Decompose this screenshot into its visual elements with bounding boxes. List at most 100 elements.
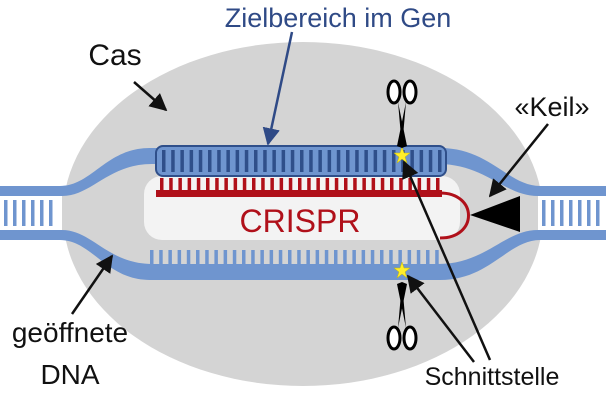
- base-pair-rung: [578, 200, 582, 226]
- base-pair-rung: [168, 250, 172, 266]
- cas-label: Cas: [88, 39, 141, 72]
- base-pair-rung: [288, 250, 292, 266]
- base-pair-rung: [40, 200, 44, 226]
- wedge-icon: [470, 196, 520, 232]
- base-pair-rung: [281, 150, 286, 172]
- base-pair-rung: [371, 178, 376, 192]
- base-pair-rung: [542, 200, 546, 226]
- base-pair-rung: [389, 250, 393, 266]
- base-pair-rung: [22, 200, 26, 226]
- base-pair-rung: [327, 150, 332, 172]
- cut-arrow-top: [402, 160, 492, 361]
- base-pair-rung: [187, 178, 192, 192]
- base-pair-rung: [4, 200, 8, 226]
- base-pair-rung: [355, 150, 359, 172]
- base-pair-rung: [232, 250, 237, 266]
- opened-dna-label-line1: geöffnete: [12, 317, 128, 348]
- base-pair-rung: [390, 178, 394, 192]
- base-pair-rung: [160, 178, 164, 192]
- scissors-icon: [386, 282, 418, 351]
- base-pair-rung: [251, 250, 255, 266]
- base-pair-rung: [334, 178, 339, 192]
- base-pair-rung: [242, 250, 246, 266]
- base-pair-rung: [362, 178, 366, 192]
- base-pair-rung: [353, 178, 357, 192]
- opened-dna-label-line2: DNA: [40, 359, 99, 390]
- base-pair-rung: [419, 150, 424, 172]
- base-pair-rung: [159, 250, 163, 266]
- base-pair-rung: [214, 250, 218, 266]
- base-pair-rung: [300, 150, 304, 172]
- base-pair-rung: [336, 150, 341, 172]
- base-pair-rung: [272, 150, 276, 172]
- wedge-arrow: [488, 123, 549, 198]
- base-pair-rung: [417, 178, 422, 192]
- base-pair-rung: [324, 250, 329, 266]
- base-pair-rung: [178, 178, 182, 192]
- base-pair-rung: [290, 150, 295, 172]
- base-pair-rung: [382, 150, 387, 172]
- base-pair-rung: [226, 150, 230, 172]
- base-pair-rung: [270, 178, 274, 192]
- base-pair-rung: [596, 200, 600, 226]
- crispr-rna: CRISPR: [144, 176, 470, 240]
- base-pair-rung: [436, 178, 440, 192]
- base-pair-rung: [169, 178, 173, 192]
- cas-arrow: [133, 81, 168, 112]
- base-pair-rung: [318, 150, 322, 172]
- base-pair-rung: [551, 200, 555, 226]
- base-pair-rung: [206, 178, 210, 192]
- base-pair-rung: [235, 150, 240, 172]
- scissors-icon: [386, 79, 418, 148]
- base-pair-rung: [252, 178, 256, 192]
- base-pair-rung: [408, 178, 412, 192]
- base-pair-rung: [398, 250, 402, 266]
- base-pair-rung: [410, 150, 414, 172]
- base-pair-rung: [196, 250, 200, 266]
- base-pair-rung: [334, 250, 338, 266]
- base-pair-rung: [587, 200, 591, 226]
- base-pair-rung: [208, 150, 212, 172]
- base-pair-rung: [288, 178, 293, 192]
- base-pair-rung: [171, 150, 175, 172]
- target-arrow: [262, 31, 294, 146]
- cut-arrow-bottom: [406, 274, 475, 363]
- base-pair-rung: [407, 250, 412, 266]
- base-pair-rung: [364, 150, 368, 172]
- base-pair-rung: [352, 250, 356, 266]
- base-pair-rung: [198, 150, 203, 172]
- base-pair-rung: [346, 150, 350, 172]
- base-pair-rung: [217, 150, 221, 172]
- base-pair-rung: [569, 200, 573, 226]
- crispr-label: CRISPR: [240, 203, 361, 239]
- base-pair-rung: [325, 178, 330, 192]
- base-pair-rung: [215, 178, 219, 192]
- base-pair-rung: [279, 178, 284, 192]
- base-pair-rung: [309, 150, 313, 172]
- base-pair-rung: [306, 250, 310, 266]
- base-pair-rung: [263, 150, 267, 172]
- target-region: [155, 145, 447, 177]
- base-pair-rung: [560, 200, 564, 226]
- base-pair-rung: [177, 250, 182, 266]
- base-pair-rung: [438, 150, 442, 172]
- base-pair-rung: [428, 150, 433, 172]
- base-pair-rung: [205, 250, 209, 266]
- base-pair-rung: [233, 178, 238, 192]
- base-pair-rung: [392, 150, 396, 172]
- base-pair-rung: [361, 250, 366, 266]
- base-pair-rung: [380, 178, 385, 192]
- base-pair-rung: [244, 150, 249, 172]
- base-pair-rung: [297, 250, 301, 266]
- base-pair-rung: [162, 150, 166, 172]
- base-pair-rung: [150, 250, 154, 266]
- cut-star-icon: [393, 146, 411, 164]
- dna-arrow: [70, 254, 114, 315]
- base-pair-rung: [31, 200, 35, 226]
- base-pair-rung: [315, 250, 320, 266]
- base-pair-rung: [260, 250, 264, 266]
- base-pair-rung: [307, 178, 311, 192]
- base-pair-rung: [180, 150, 184, 172]
- base-pair-rung: [189, 150, 194, 172]
